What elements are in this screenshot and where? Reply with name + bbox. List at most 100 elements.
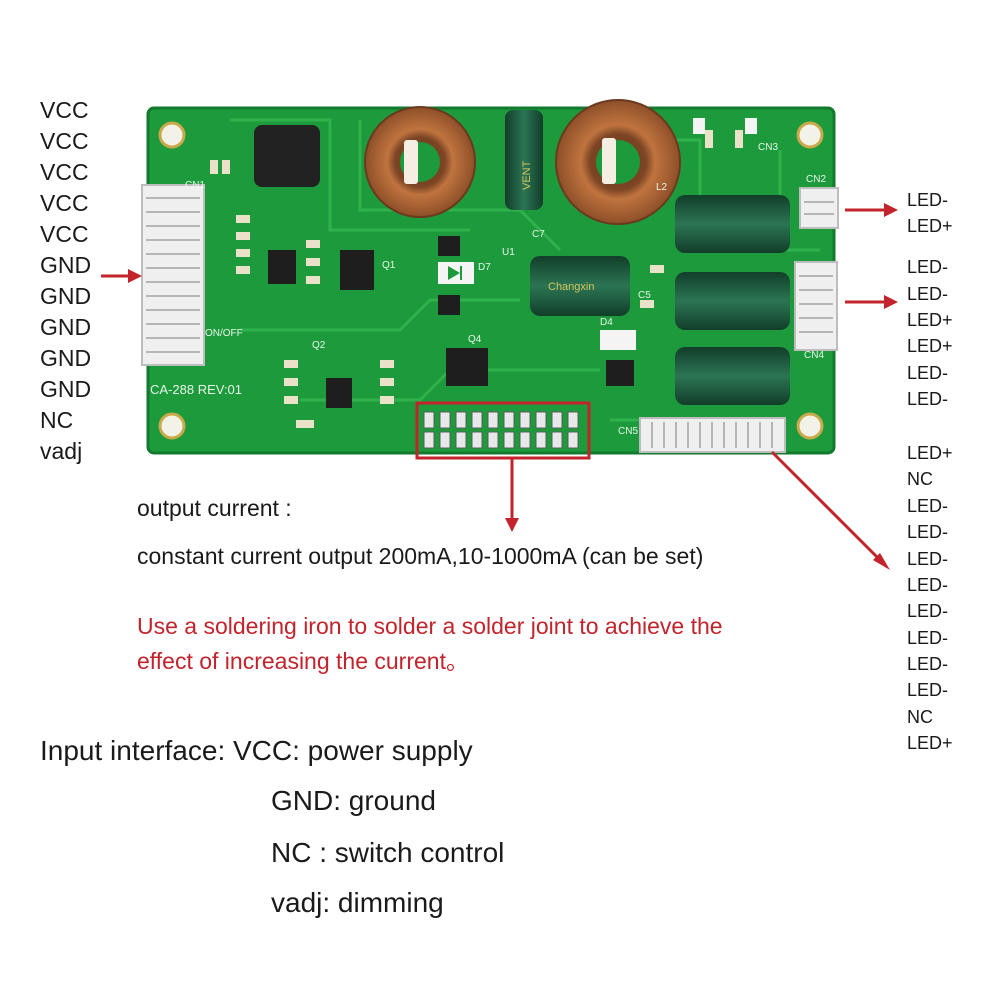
diode-d7 — [438, 262, 474, 284]
output-pin-label: LED- — [907, 190, 949, 210]
ic-chip — [326, 378, 352, 408]
mounting-hole — [796, 412, 824, 440]
output-pin-label: NC — [907, 469, 933, 489]
output-pin-label: LED+ — [907, 733, 953, 753]
silk-l2: L2 — [656, 182, 668, 193]
smd-components — [210, 118, 757, 428]
board-model-label: CA-288 REV:01 — [150, 382, 242, 397]
output-pin-label: LED- — [907, 496, 949, 516]
ic-chip — [606, 360, 634, 386]
mounting-hole — [158, 412, 186, 440]
mounting-hole — [796, 121, 824, 149]
input-pin-label: NC — [40, 407, 74, 433]
output-pin-label: LED- — [907, 284, 949, 304]
arrow-output-cn5 — [770, 450, 890, 570]
ic-chip — [438, 295, 460, 315]
silk-d7: D7 — [478, 262, 491, 273]
input-pin-label: GND — [40, 314, 92, 340]
output-pin-label: LED+ — [907, 336, 953, 356]
arrow-output-cn4 — [845, 295, 898, 309]
toroid-inductor-left — [364, 106, 476, 218]
output-connector-cn5 — [639, 417, 786, 453]
highlight-box — [415, 401, 591, 460]
silk-cn1: CN1 — [185, 180, 205, 191]
output-pin-label: LED- — [907, 522, 949, 542]
output-pin-label: LED- — [907, 549, 949, 569]
mosfet-q4 — [446, 348, 488, 386]
capacitor — [530, 256, 630, 316]
ics — [268, 236, 634, 408]
interface-vadj: vadj: dimming — [271, 887, 444, 918]
cap-brand-print: Changxin — [548, 281, 594, 293]
capacitor — [675, 272, 790, 330]
input-pin-label: GND — [40, 252, 92, 278]
silk-cn5: CN5 — [618, 426, 638, 437]
silk-c5: C5 — [638, 290, 651, 301]
output-pin-label: LED+ — [907, 310, 953, 330]
input-pin-label: GND — [40, 376, 92, 402]
input-pin-label: VCC — [40, 190, 89, 216]
connector-housing — [799, 187, 839, 229]
output-pin-label: LED+ — [907, 443, 953, 463]
pcb-traces — [230, 118, 820, 422]
input-pin-label: GND — [40, 283, 92, 309]
silk-u1: U1 — [502, 247, 515, 258]
output-current-title: output current : — [137, 495, 292, 521]
solder-note-line1: Use a soldering iron to solder a solder … — [137, 613, 723, 639]
capacitor-prints: VENT Changxin — [521, 160, 594, 293]
output-pin-label: NC — [907, 707, 933, 727]
silk-cn3: CN3 — [758, 142, 778, 153]
input-connector — [141, 184, 205, 366]
connector-pins — [146, 197, 200, 353]
arrow-input — [101, 269, 142, 283]
silk-q4: Q4 — [468, 334, 482, 345]
output-pin-label: LED- — [907, 601, 949, 621]
input-pin-label: vadj — [40, 438, 83, 464]
annotation-arrows — [101, 203, 898, 570]
output-pin-label: LED- — [907, 575, 949, 595]
interface-title: Input interface: VCC: power supply — [40, 735, 473, 766]
connector-housing — [141, 184, 205, 366]
solder-note-line2: effect of increasing the current。 — [137, 648, 469, 674]
output-pin-label: LED- — [907, 257, 949, 277]
silk-c7: C7 — [532, 229, 545, 240]
silk-q1: Q1 — [382, 260, 396, 271]
output-connector-cn4 — [794, 261, 838, 351]
interface-nc: NC : switch control — [271, 837, 505, 868]
current-set-resistor-array — [415, 401, 591, 460]
output-pin-label: LED- — [907, 628, 949, 648]
ic-chip — [268, 250, 296, 284]
arrow-output-cn2 — [845, 203, 898, 217]
interface-gnd: GND: ground — [271, 785, 436, 816]
output-pin-label: LED- — [907, 363, 949, 383]
silk-d4: D4 — [600, 317, 613, 328]
mounting-hole — [158, 121, 186, 149]
capacitor — [505, 110, 543, 210]
mosfet-q1 — [340, 250, 374, 290]
capacitor — [675, 195, 790, 253]
electrolytic-capacitors — [254, 110, 790, 405]
output-current-detail: constant current output 200mA,10-1000mA … — [137, 543, 704, 569]
output-pin-label: LED- — [907, 680, 949, 700]
input-pin-label: VCC — [40, 221, 89, 247]
silk-cn4: CN4 — [804, 350, 824, 361]
silk-on-off: ON/OFF — [205, 328, 243, 339]
output-pin-label: LED- — [907, 389, 949, 409]
capacitor — [254, 125, 320, 187]
ic-chip — [438, 236, 460, 256]
capacitor — [675, 347, 790, 405]
mounting-holes — [158, 121, 824, 440]
input-pin-label: VCC — [40, 128, 89, 154]
toroid-inductor-right — [555, 99, 681, 225]
silkscreen: CN1 CN2 CN3 CN4 CN5 ON/OFF Q1 Q2 Q4 U1 D… — [150, 142, 826, 437]
output-pin-label: LED+ — [907, 216, 953, 236]
arrow-current-set — [505, 459, 519, 532]
input-pin-label: VCC — [40, 159, 89, 185]
cap-brand-print: VENT — [521, 160, 533, 190]
input-pin-label: VCC — [40, 97, 89, 123]
input-pin-label: GND — [40, 345, 92, 371]
diode-d4 — [600, 330, 636, 350]
silk-cn2: CN2 — [806, 174, 826, 185]
